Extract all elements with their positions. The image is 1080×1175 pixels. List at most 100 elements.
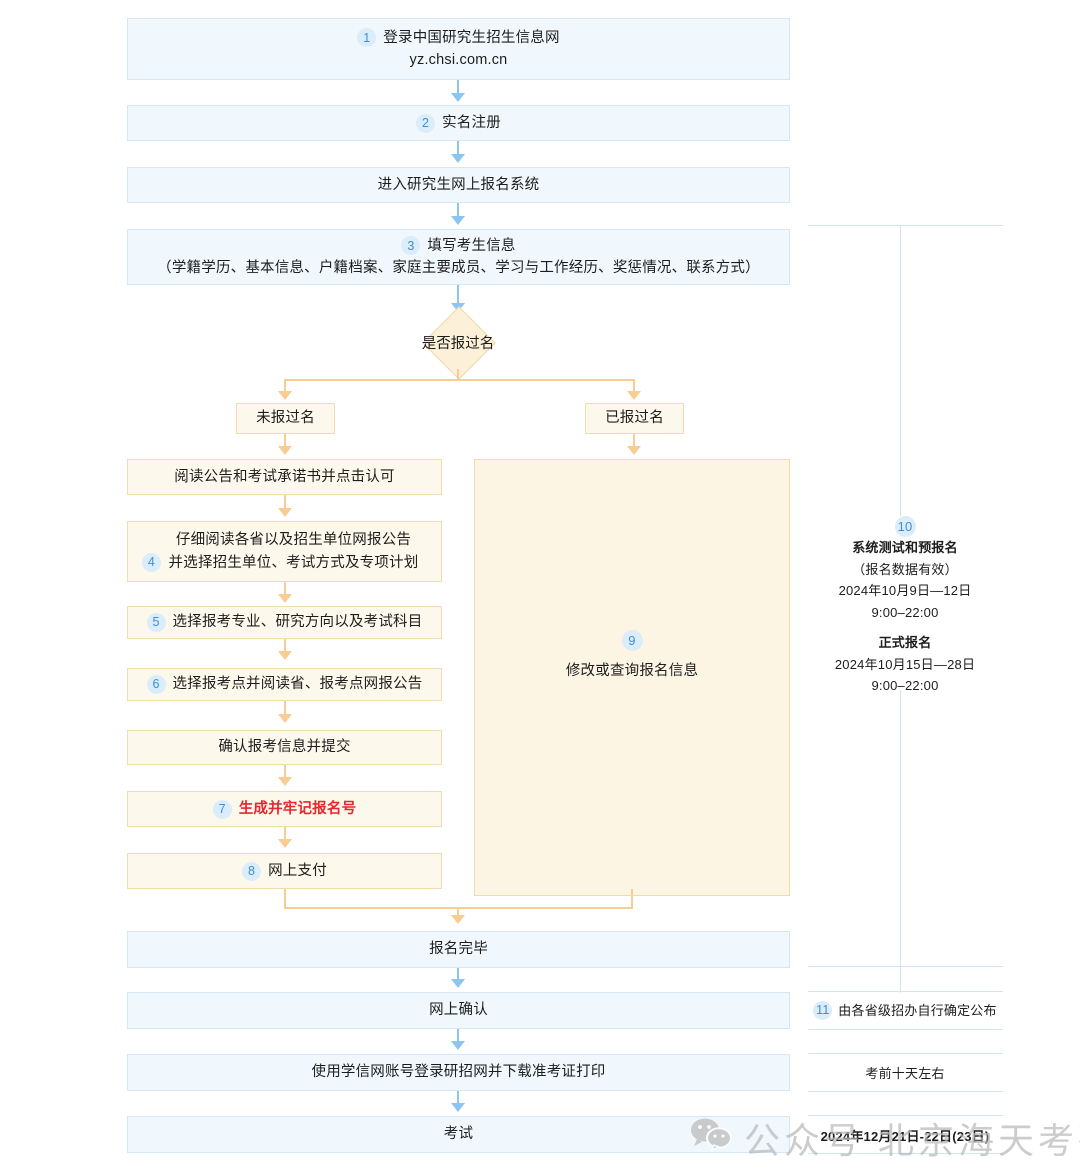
- arrowhead-branch-right: [627, 391, 641, 400]
- connector-decision-split-bar: [284, 379, 634, 381]
- connector-decision-left-drop: [284, 379, 286, 393]
- connector-1-2: [457, 80, 459, 96]
- timeline-divider-top: [808, 225, 1003, 226]
- node-enter-registration-system[interactable]: 进入研究生网上报名系统: [127, 167, 790, 203]
- node-login-portal-url: yz.chsi.com.cn: [409, 52, 508, 68]
- node-read-province-notice-line1: 仔细阅读各省以及招生单位网报公告: [175, 532, 412, 549]
- arrowhead-3-4: [451, 216, 465, 225]
- node-fill-candidate-info[interactable]: 3 填写考生信息 （学籍学历、基本信息、户籍档案、家庭主要成员、学习与工作经历、…: [127, 229, 790, 285]
- timeline-note-exam: 2024年12月21日-22日(23日): [800, 1126, 1010, 1147]
- timeline-step-10-date1: 2024年10月9日—12日: [838, 583, 972, 599]
- branch-not-registered-label: 未报过名: [256, 410, 315, 427]
- connector-finish-confirm: [457, 968, 459, 980]
- timeline-step-10-time2: 9:00–22:00: [871, 678, 939, 694]
- connector-download-exam: [457, 1091, 459, 1104]
- timeline-divider-ticket-bottom: [808, 1091, 1003, 1092]
- arrowhead-step6-confirm: [278, 714, 292, 723]
- node-login-portal[interactable]: 1 登录中国研究生招生信息网 yz.chsi.com.cn: [127, 18, 790, 80]
- timeline-step-11-label: 由各省级招办自行确定公布: [838, 1003, 997, 1018]
- node-modify-or-query-registration-label: 修改或查询报名信息: [565, 663, 699, 679]
- arrowhead-2-3: [451, 154, 465, 163]
- node-exam[interactable]: 考试: [127, 1116, 790, 1153]
- node-fill-candidate-info-line1: 填写考生信息: [427, 237, 516, 254]
- step-badge-9: 9: [621, 630, 643, 651]
- step-badge-4: 4: [142, 553, 161, 572]
- node-online-payment[interactable]: 8 网上支付: [127, 853, 442, 889]
- decision-registered-before[interactable]: 是否报过名: [412, 306, 504, 380]
- timeline-step-10-sub1: （报名数据有效）: [852, 561, 958, 577]
- node-select-exam-site-label: 选择报考点并阅读省、报考点网报公告: [172, 676, 423, 693]
- arrowhead-step5-step6: [278, 651, 292, 660]
- step-badge-11: 11: [813, 1001, 833, 1021]
- timeline-step-10: 10 系统测试和预报名 （报名数据有效） 2024年10月9日—12日 9:00…: [805, 516, 1005, 697]
- connector-merge-bracket: [284, 889, 633, 909]
- connector-decision-split-stem: [457, 369, 459, 380]
- node-modify-or-query-registration[interactable]: 9 修改或查询报名信息: [474, 459, 790, 896]
- timeline-divider-exam-bottom: [808, 1153, 1003, 1154]
- connector-right-branch-down: [633, 434, 635, 447]
- branch-already-registered-label: 已报过名: [605, 410, 664, 427]
- timeline-note-exam-label: 2024年12月21日-22日(23日): [820, 1129, 990, 1144]
- connector-notice-step4: [284, 495, 286, 511]
- arrowhead-confirm-download: [451, 1041, 465, 1050]
- node-registration-complete-label: 报名完毕: [429, 941, 488, 958]
- node-confirm-submit[interactable]: 确认报考信息并提交: [127, 730, 442, 765]
- connector-merge-stem: [457, 907, 459, 917]
- node-registration-complete[interactable]: 报名完毕: [127, 931, 790, 968]
- node-exam-label: 考试: [443, 1126, 474, 1143]
- node-online-confirmation[interactable]: 网上确认: [127, 992, 790, 1029]
- node-read-province-notice-line2: 并选择招生单位、考试方式及专项计划: [168, 554, 419, 571]
- node-select-exam-site[interactable]: 6 选择报考点并阅读省、报考点网报公告: [127, 668, 442, 701]
- connector-step5-step6: [284, 639, 286, 653]
- node-read-notice-commitment-label: 阅读公告和考试承诺书并点击认可: [174, 468, 395, 485]
- step-badge-3: 3: [401, 236, 421, 256]
- arrowhead-step7-step8: [278, 839, 292, 848]
- timeline-note-ticket-label: 考前十天左右: [865, 1066, 945, 1081]
- node-select-major[interactable]: 5 选择报考专业、研究方向以及考试科目: [127, 606, 442, 639]
- arrowhead-right-branch-down: [627, 446, 641, 455]
- timeline-note-ticket: 考前十天左右: [805, 1063, 1005, 1084]
- timeline-step-10-time1: 9:00–22:00: [871, 604, 939, 620]
- node-real-name-register[interactable]: 2 实名注册: [127, 105, 790, 141]
- node-download-admission-ticket-label: 使用学信网账号登录研招网并下载准考证打印: [311, 1064, 606, 1081]
- arrowhead-finish-confirm: [451, 979, 465, 988]
- arrowhead-1-2: [451, 93, 465, 102]
- connector-step7-step8: [284, 827, 286, 841]
- connector-decision-right-drop: [633, 379, 635, 393]
- arrowhead-branch-left: [278, 391, 292, 400]
- timeline-divider-confirm-top: [808, 991, 1003, 992]
- connector-step4-step5: [284, 582, 286, 596]
- node-generate-registration-number-label: 生成并牢记报名号: [238, 800, 357, 817]
- step-badge-5: 5: [146, 613, 166, 632]
- connector-3-4: [457, 203, 459, 219]
- arrowhead-merge-finish: [451, 915, 465, 924]
- arrowhead-confirm-step7: [278, 777, 292, 786]
- node-download-admission-ticket[interactable]: 使用学信网账号登录研招网并下载准考证打印: [127, 1054, 790, 1091]
- node-read-province-notice[interactable]: 4 仔细阅读各省以及招生单位网报公告 并选择招生单位、考试方式及专项计划: [127, 521, 442, 582]
- step-badge-10: 10: [894, 516, 916, 537]
- timeline-vertical-line: [900, 226, 901, 516]
- arrowhead-download-exam: [451, 1103, 465, 1112]
- node-real-name-register-label: 实名注册: [442, 114, 501, 131]
- node-online-payment-label: 网上支付: [268, 862, 327, 879]
- timeline-divider-ticket-top: [808, 1053, 1003, 1054]
- node-confirm-submit-label: 确认报考信息并提交: [218, 739, 351, 756]
- node-fill-candidate-info-line2: （学籍学历、基本信息、户籍档案、家庭主要成员、学习与工作经历、奖惩情况、联系方式…: [157, 260, 760, 276]
- node-read-notice-commitment[interactable]: 阅读公告和考试承诺书并点击认可: [127, 459, 442, 495]
- timeline-divider-confirm-bottom: [808, 1029, 1003, 1030]
- timeline-divider-finish: [808, 966, 1003, 967]
- timeline-spacer: [805, 623, 1005, 632]
- step-badge-8: 8: [242, 861, 262, 881]
- branch-not-registered[interactable]: 未报过名: [236, 403, 335, 434]
- connector-4-decision: [457, 285, 459, 305]
- connector-confirm-download: [457, 1029, 459, 1042]
- arrowhead-left-branch-down: [278, 446, 292, 455]
- decision-label: 是否报过名: [421, 335, 495, 352]
- node-generate-registration-number[interactable]: 7 生成并牢记报名号: [127, 791, 442, 827]
- connector-confirm-step7: [284, 765, 286, 779]
- step-badge-6: 6: [146, 675, 166, 694]
- timeline-step-10-date2: 2024年10月15日—28日: [834, 656, 976, 672]
- branch-already-registered[interactable]: 已报过名: [585, 403, 684, 434]
- step-badge-7: 7: [212, 799, 232, 819]
- node-enter-registration-system-label: 进入研究生网上报名系统: [377, 176, 540, 193]
